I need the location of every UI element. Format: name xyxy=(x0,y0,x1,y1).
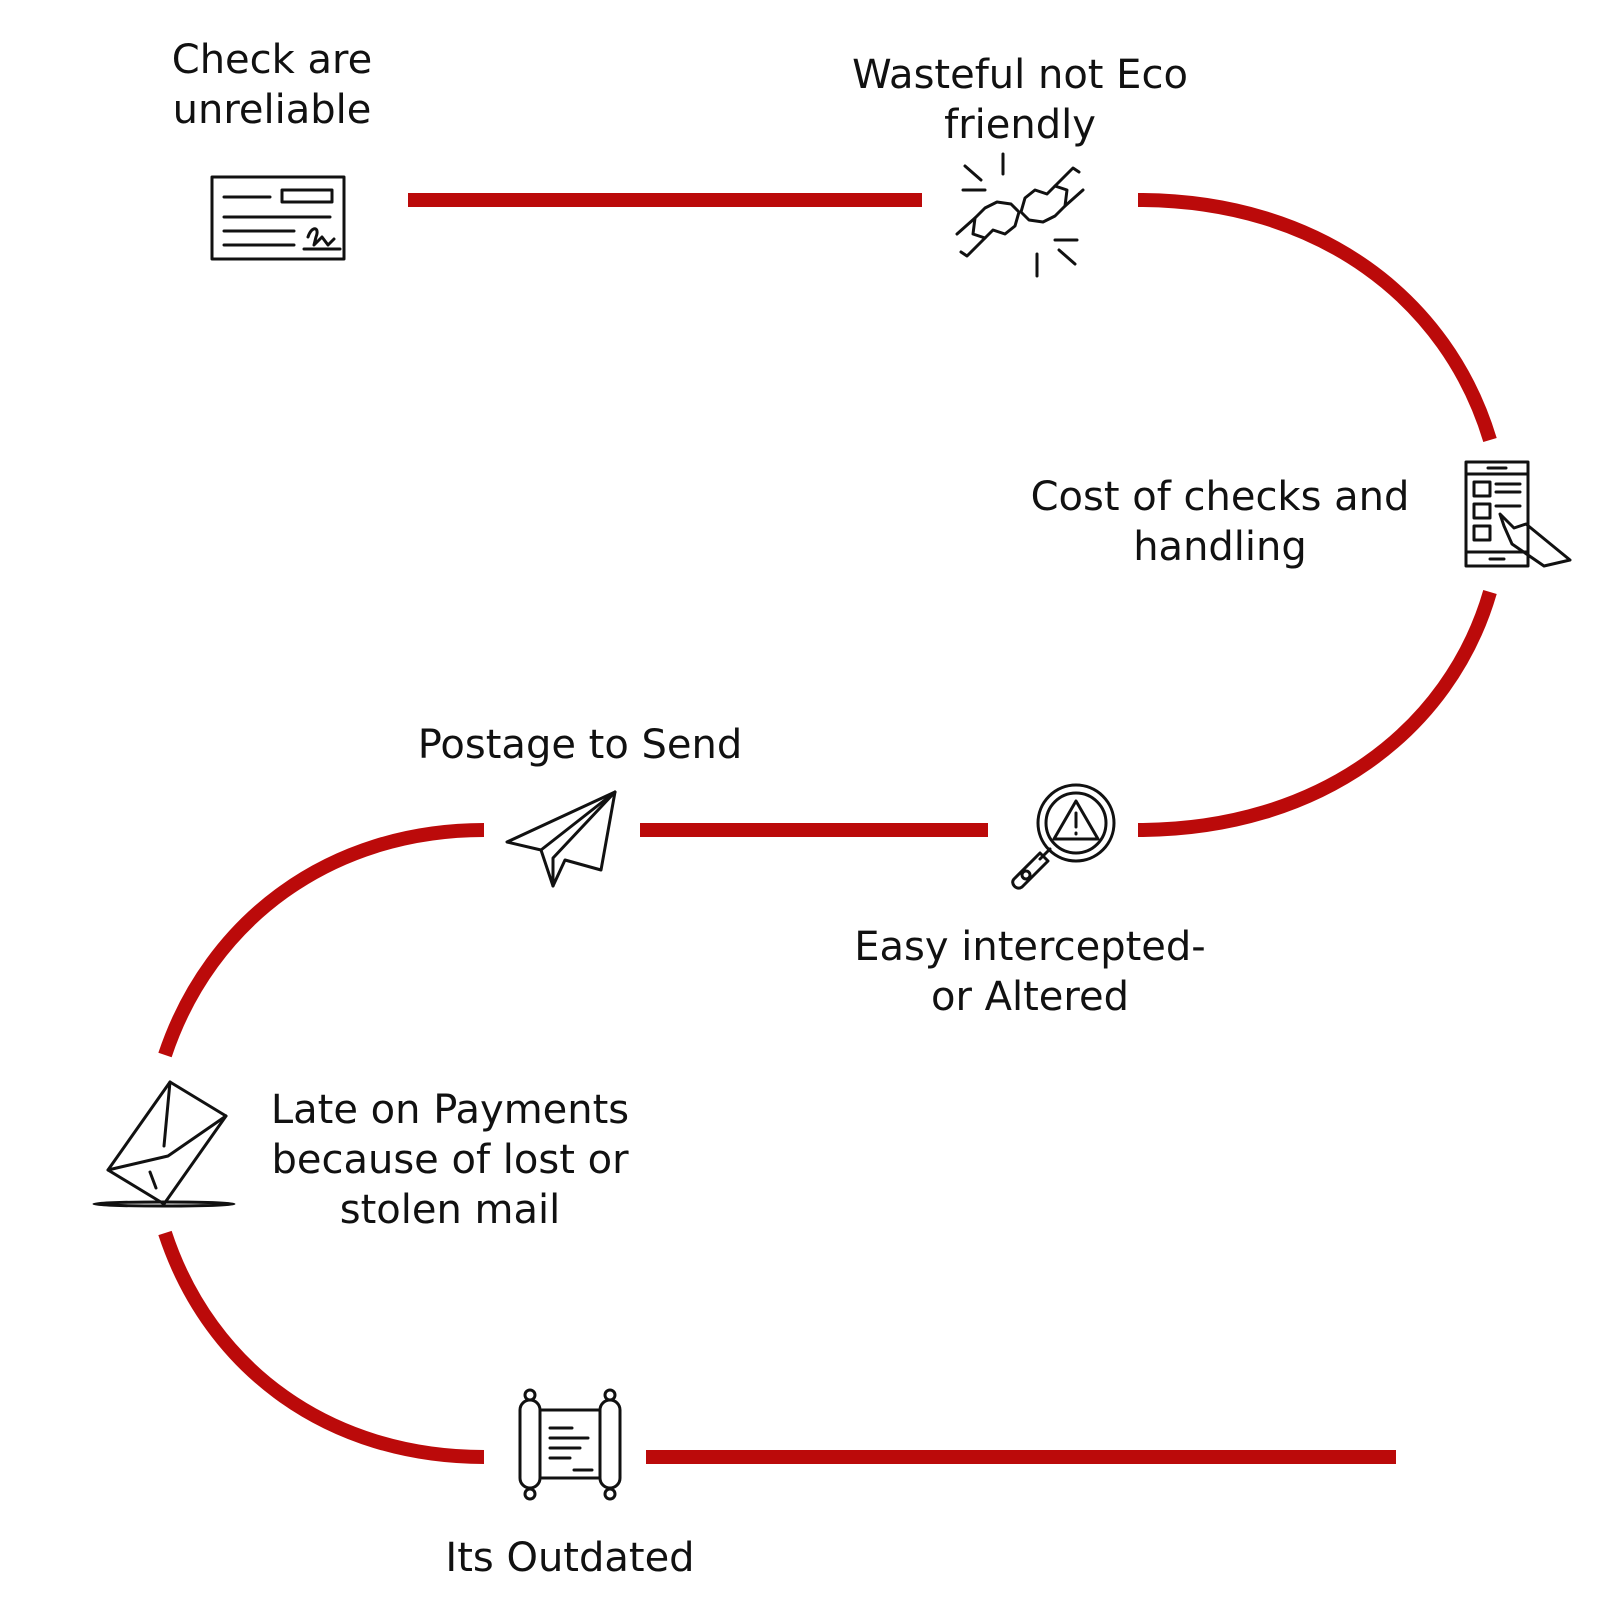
mobile-tap-icon xyxy=(1464,460,1574,570)
label-line: unreliable xyxy=(172,87,372,133)
step-label-check-unreliable: Check are unreliable xyxy=(122,35,422,135)
bank-check-icon xyxy=(210,175,350,265)
paper-plane-icon xyxy=(505,790,625,890)
step-label-cost: Cost of checks and handling xyxy=(1000,472,1440,572)
label-line: Check are xyxy=(171,37,373,83)
label-line: Cost of checks and xyxy=(1030,474,1410,520)
label-line: handling xyxy=(1133,524,1307,570)
label-line: stolen mail xyxy=(339,1187,561,1233)
label-line: Easy intercepted- xyxy=(854,924,1206,970)
step-label-postage: Postage to Send xyxy=(380,720,780,770)
step-label-wasteful: Wasteful not Eco friendly xyxy=(830,50,1210,150)
path-curve-right-lower xyxy=(1137,590,1497,837)
scroll-icon xyxy=(510,1388,630,1501)
step-label-intercepted: Easy intercepted- or Altered xyxy=(840,922,1220,1022)
step-label-outdated: Its Outdated xyxy=(400,1533,740,1583)
step-label-late-payments: Late on Payments because of lost or stol… xyxy=(250,1085,650,1235)
label-line: because of lost or xyxy=(271,1137,629,1183)
fist-bump-icon xyxy=(955,150,1085,280)
label-line: Wasteful not Eco xyxy=(852,52,1188,98)
path-curve-right-upper xyxy=(1137,193,1497,443)
magnifier-warning-icon xyxy=(1010,783,1120,893)
label-line: Late on Payments xyxy=(270,1087,630,1133)
path-curve-left-lower xyxy=(158,1230,485,1464)
label-line: or Altered xyxy=(931,974,1129,1020)
label-line: friendly xyxy=(944,102,1096,148)
label-line: Postage to Send xyxy=(417,722,743,768)
path-curve-left-upper xyxy=(158,823,485,1058)
label-line: Its Outdated xyxy=(445,1535,695,1581)
envelope-icon xyxy=(90,1080,240,1220)
